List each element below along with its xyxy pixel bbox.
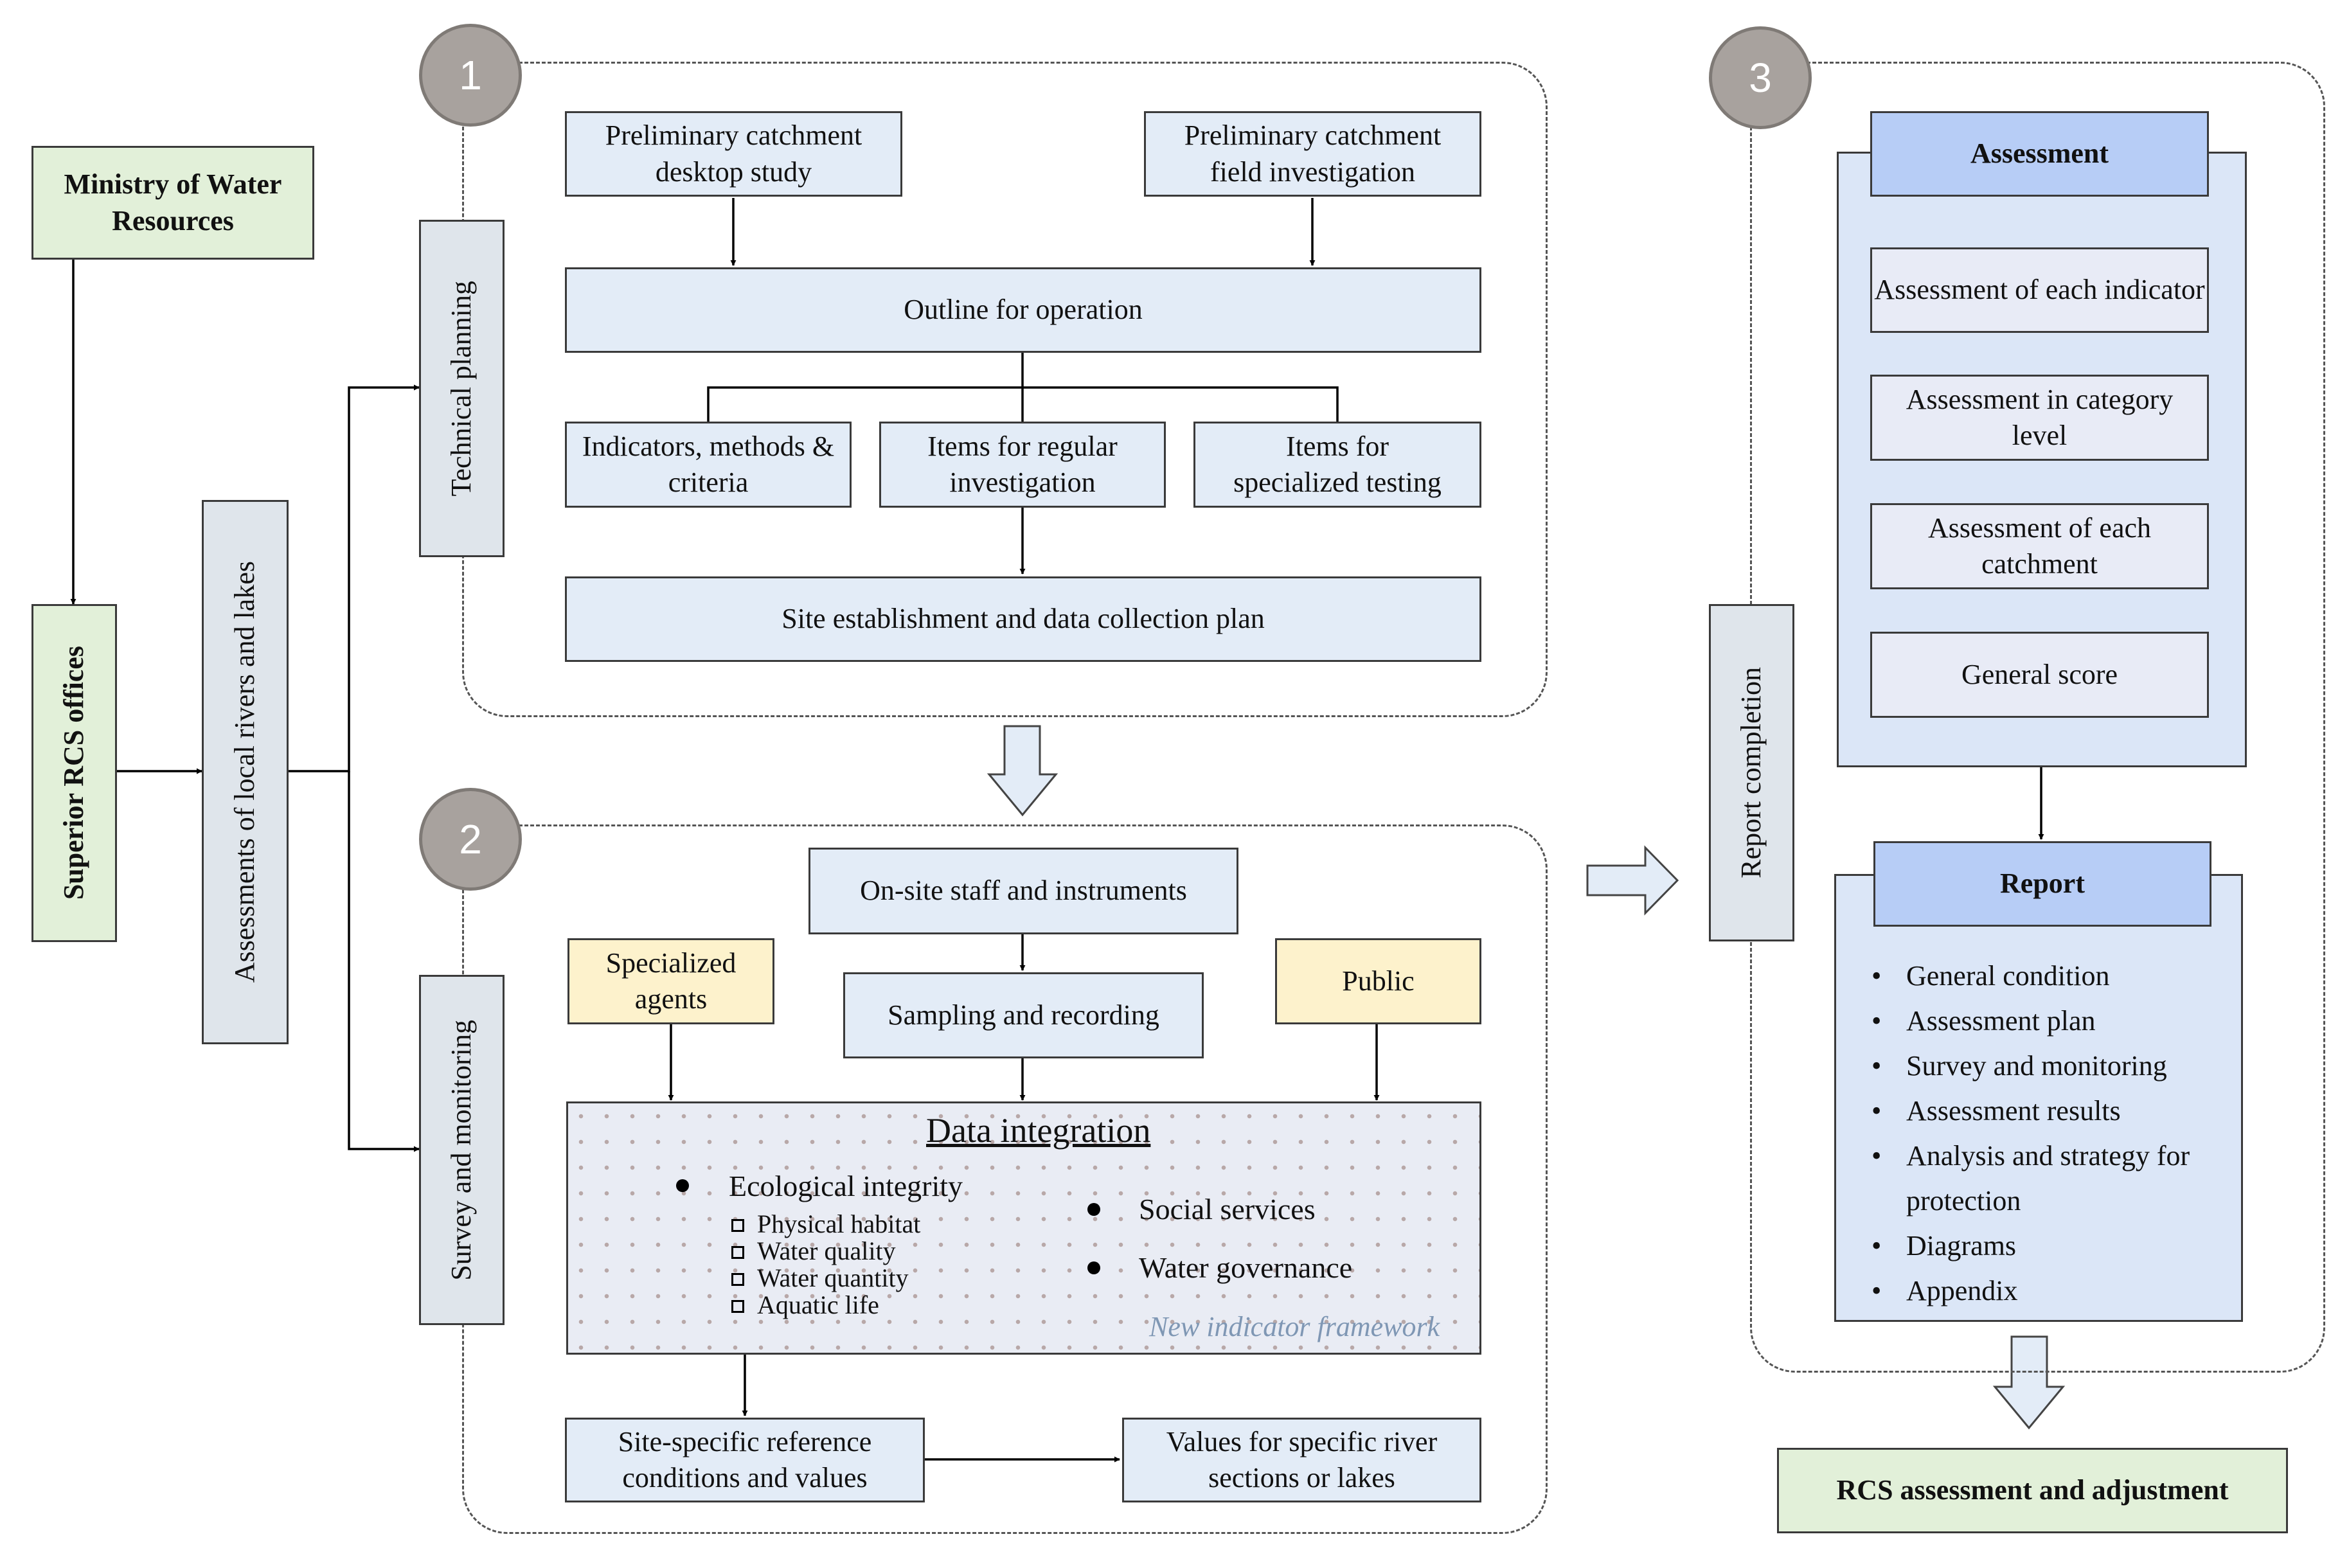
sub-item-square-icon-2 bbox=[731, 1246, 744, 1259]
report-completion-label: Report completion bbox=[1735, 667, 1767, 878]
report-item: Diagrams bbox=[1871, 1224, 2231, 1269]
reference-conditions-box: Site-specific reference conditions and v… bbox=[565, 1418, 925, 1502]
step-number-3: 3 bbox=[1709, 26, 1812, 129]
report-completion-box: Report completion bbox=[1709, 604, 1794, 941]
sampling-box: Sampling and recording bbox=[843, 972, 1204, 1058]
new-indicator-framework-label: New indicator framework bbox=[1149, 1311, 1440, 1342]
outline-box: Outline for operation bbox=[565, 267, 1481, 353]
sub-item-square-icon-3 bbox=[731, 1273, 744, 1286]
social-services-label: Social services bbox=[1139, 1193, 1316, 1225]
specialized-agents-box: Specialized agents bbox=[567, 938, 774, 1024]
water-governance-label: Water governance bbox=[1139, 1251, 1353, 1284]
ecological-integrity-label: Ecological integrity bbox=[729, 1170, 963, 1202]
sub-item-physical-habitat: Physical habitat bbox=[757, 1209, 921, 1238]
branch-to-planning-survey bbox=[289, 384, 420, 772]
assessments-local-box: Assessments of local rivers and lakes bbox=[202, 500, 289, 1044]
report-header: Report bbox=[1873, 841, 2211, 927]
technical-planning-label: Technical planning bbox=[445, 280, 478, 497]
desktop-study-box: Preliminary catchment desktop study bbox=[565, 111, 902, 197]
sub-item-aquatic-life: Aquatic life bbox=[757, 1290, 879, 1319]
line-outline-split bbox=[707, 386, 1339, 422]
field-investigation-box: Preliminary catchment field investigatio… bbox=[1144, 111, 1481, 197]
indicators-box: Indicators, methods & criteria bbox=[565, 422, 852, 508]
survey-monitoring-box: Survey and monitoring bbox=[419, 975, 505, 1325]
sub-item-square-icon-1 bbox=[731, 1219, 744, 1232]
report-item: General condition bbox=[1871, 954, 2231, 999]
sub-item-water-quality: Water quality bbox=[757, 1236, 896, 1265]
superior-offices-label: Superior RCS offices bbox=[58, 646, 90, 900]
assessment-step-2: Assessment in category level bbox=[1870, 375, 2209, 461]
block-arrow-panel3-to-final bbox=[1992, 1335, 2066, 1430]
report-item: Survey and monitoring bbox=[1871, 1044, 2231, 1089]
block-arrow-panel2-to-panel3 bbox=[1586, 845, 1679, 916]
site-plan-box: Site establishment and data collection p… bbox=[565, 576, 1481, 662]
assessment-step-1: Assessment of each indicator bbox=[1870, 247, 2209, 333]
data-integration-box: Data integration Ecological integrity Ph… bbox=[566, 1101, 1481, 1355]
governance-bullet-icon bbox=[1087, 1261, 1100, 1274]
report-item: Appendix bbox=[1871, 1269, 2231, 1314]
block-arrow-panel1-to-panel2 bbox=[987, 725, 1058, 817]
assessment-step-4: General score bbox=[1870, 632, 2209, 718]
survey-monitoring-label: Survey and monitoring bbox=[445, 1019, 478, 1281]
social-bullet-icon bbox=[1087, 1203, 1100, 1216]
assessment-header: Assessment bbox=[1870, 111, 2209, 197]
branch-to-survey bbox=[348, 771, 420, 1152]
assessments-local-label: Assessments of local rivers and lakes bbox=[229, 561, 261, 983]
step-number-1: 1 bbox=[419, 24, 522, 127]
technical-planning-box: Technical planning bbox=[419, 220, 505, 557]
public-box: Public bbox=[1275, 938, 1481, 1024]
superior-offices-box: Superior RCS offices bbox=[31, 604, 117, 942]
report-item: Analysis and strategy for protection bbox=[1871, 1134, 2231, 1224]
report-item: Assessment results bbox=[1871, 1089, 2231, 1134]
specialized-items-box: Items for specialized testing bbox=[1193, 422, 1481, 508]
final-rcs-box: RCS assessment and adjustment bbox=[1777, 1448, 2288, 1533]
assessment-step-3: Assessment of each catchment bbox=[1870, 503, 2209, 589]
staff-box: On-site staff and instruments bbox=[808, 848, 1238, 934]
report-items-list: General condition Assessment plan Survey… bbox=[1871, 954, 2231, 1314]
ecological-bullet-icon bbox=[676, 1179, 689, 1192]
data-integration-title: Data integration bbox=[926, 1111, 1151, 1150]
sub-item-water-quantity: Water quantity bbox=[757, 1263, 909, 1292]
sub-item-square-icon-4 bbox=[731, 1300, 744, 1313]
regular-items-box: Items for regular investigation bbox=[879, 422, 1166, 508]
report-item: Assessment plan bbox=[1871, 999, 2231, 1044]
step-number-2: 2 bbox=[419, 788, 522, 891]
specific-values-box: Values for specific river sections or la… bbox=[1122, 1418, 1481, 1502]
ministry-box: Ministry of Water Resources bbox=[31, 146, 314, 260]
